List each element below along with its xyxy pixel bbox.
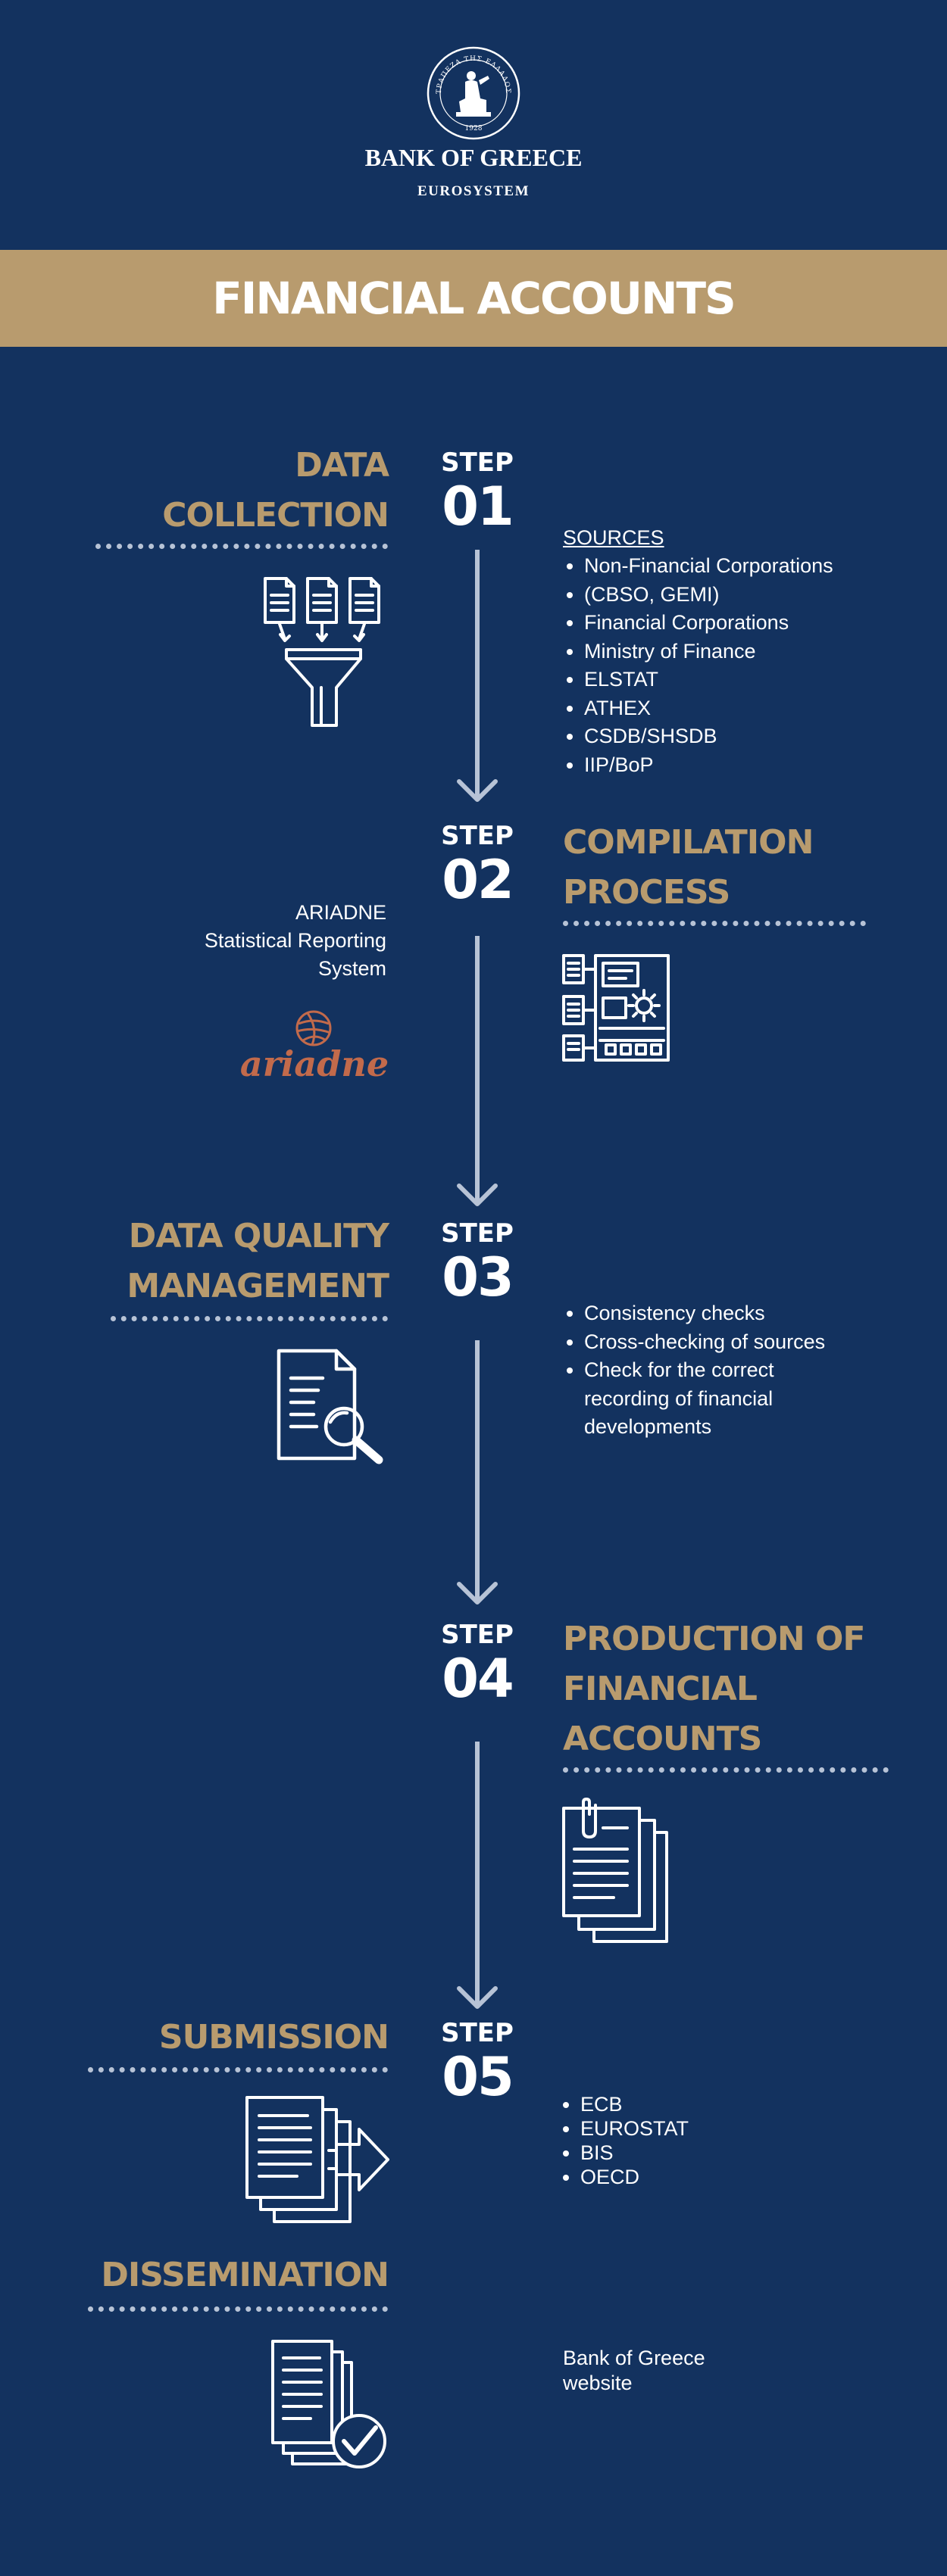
list-item: Check for the correct recording of finan…	[584, 1356, 858, 1442]
step-4-heading-line-3: ACCOUNTS	[563, 1720, 762, 1758]
step-1-arrow	[457, 550, 498, 802]
step-5-heading: SUBMISSION	[76, 2013, 389, 2063]
step-5-heading-line-1: SUBMISSION	[158, 2018, 389, 2057]
step-2-divider	[563, 921, 866, 926]
step-3-badge: STEP 03	[432, 1219, 523, 1307]
step-4-heading-line-1: PRODUCTION OF	[563, 1620, 865, 1658]
list-item: OECD	[580, 2165, 786, 2189]
step-2-label: STEP	[441, 821, 514, 851]
list-item: CSDB/SHSDB	[584, 722, 896, 751]
clipped-documents-icon	[562, 1798, 668, 1943]
step-2-heading-line-1: COMPILATION	[563, 823, 814, 862]
list-item: Non-Financial Corporations	[584, 552, 896, 581]
list-item: Consistency checks	[584, 1299, 858, 1328]
list-item: ATHEX	[584, 694, 896, 723]
process-gear-icon	[562, 954, 670, 1062]
step-4-label: STEP	[441, 1620, 514, 1650]
step-5-badge: STEP 05	[432, 2019, 523, 2107]
document-search-icon	[277, 1349, 383, 1464]
step-1-divider	[95, 544, 388, 549]
step-1-sources: SOURCES Non-Financial Corporations (CBSO…	[563, 524, 896, 779]
dissemination-heading: DISSEMINATION	[101, 2256, 389, 2294]
step-4-heading-line-2: FINANCIAL	[563, 1670, 758, 1708]
step-4-divider	[563, 1767, 889, 1773]
step-1-badge: STEP 01	[432, 448, 523, 536]
step-5-recipients: ECB EUROSTAT BIS OECD	[559, 2092, 786, 2189]
sources-list: Non-Financial Corporations (CBSO, GEMI) …	[563, 552, 896, 779]
quality-list: Consistency checks Cross-checking of sou…	[563, 1299, 858, 1442]
list-item: Financial Corporations	[584, 609, 896, 638]
step-4-number: 04	[442, 1648, 514, 1710]
ariadne-line-1: ARIADNE	[295, 901, 386, 924]
bank-subtitle: EUROSYSTEM	[417, 183, 530, 199]
list-item: Cross-checking of sources	[584, 1328, 858, 1357]
step-3-heading-line-2: MANAGEMENT	[127, 1267, 389, 1305]
step-1-heading-line-2: COLLECTION	[162, 496, 389, 535]
step-2-arrow	[457, 936, 498, 1206]
step-1-number: 01	[442, 476, 514, 538]
bank-seal-icon: ΤΡΑΠΕΖΑ ΤΗΣ ΕΛΛΑΔΟΣ 1928	[427, 46, 520, 140]
step-3-number: 03	[442, 1246, 514, 1308]
step-2-badge: STEP 02	[432, 822, 523, 909]
documents-check-icon	[271, 2340, 386, 2468]
step-3-heading: DATA QUALITY MANAGEMENT	[61, 1212, 389, 1311]
step-3-label: STEP	[441, 1218, 514, 1249]
dissemination-divider	[88, 2306, 388, 2312]
step-1-label: STEP	[441, 448, 514, 478]
ariadne-line-2: Statistical Reporting	[204, 929, 386, 952]
step-4-badge: STEP 04	[432, 1620, 523, 1708]
step-2-heading: COMPILATION PROCESS	[563, 818, 896, 918]
ariadne-wordmark: ariadne	[239, 1043, 389, 1084]
list-item: BIS	[580, 2141, 786, 2165]
documents-send-icon	[245, 2096, 389, 2223]
list-item: ECB	[580, 2092, 786, 2116]
funnel-documents-icon	[264, 577, 380, 727]
step-1-heading-line-1: DATA	[295, 446, 389, 485]
dissemination-line-1: Bank of Greece	[563, 2347, 705, 2369]
step-3-heading-line-1: DATA QUALITY	[128, 1217, 389, 1255]
title-banner: FINANCIAL ACCOUNTS	[0, 250, 947, 347]
ariadne-ball-icon	[295, 1010, 332, 1046]
ariadne-description: ARIADNE Statistical Reporting System	[152, 899, 386, 983]
sources-title: SOURCES	[563, 526, 664, 549]
list-item: EUROSTAT	[580, 2116, 786, 2141]
step-3-divider	[111, 1316, 388, 1321]
ariadne-logo: ariadne	[235, 1007, 394, 1090]
step-2-number: 02	[442, 849, 514, 911]
recipients-list: ECB EUROSTAT BIS OECD	[559, 2092, 786, 2189]
list-item: ELSTAT	[584, 666, 896, 694]
step-5-label: STEP	[441, 2018, 514, 2048]
list-item: IIP/BoP	[584, 751, 896, 780]
step-5-number: 05	[442, 2046, 514, 2108]
page-title: FINANCIAL ACCOUNTS	[212, 273, 736, 324]
step-3-arrow	[457, 1340, 498, 1605]
list-item: (CBSO, GEMI)	[584, 581, 896, 610]
seal-year: 1928	[465, 125, 483, 133]
ariadne-line-3: System	[317, 957, 386, 980]
step-5-divider	[88, 2067, 388, 2072]
dissemination-line-2: website	[563, 2372, 633, 2394]
dissemination-text: Bank of Greece website	[563, 2346, 790, 2396]
step-4-arrow	[457, 1742, 498, 2009]
bank-name: BANK OF GREECE	[364, 144, 583, 171]
bank-logo: ΤΡΑΠΕΖΑ ΤΗΣ ΕΛΛΑΔΟΣ 1928 BANK OF GREECE …	[0, 0, 947, 250]
step-3-checks: Consistency checks Cross-checking of sou…	[563, 1299, 858, 1442]
step-2-heading-line-2: PROCESS	[563, 873, 730, 912]
list-item: Ministry of Finance	[584, 638, 896, 666]
step-4-heading: PRODUCTION OF FINANCIAL ACCOUNTS	[563, 1614, 911, 1764]
step-1-heading: DATA COLLECTION	[76, 441, 389, 541]
